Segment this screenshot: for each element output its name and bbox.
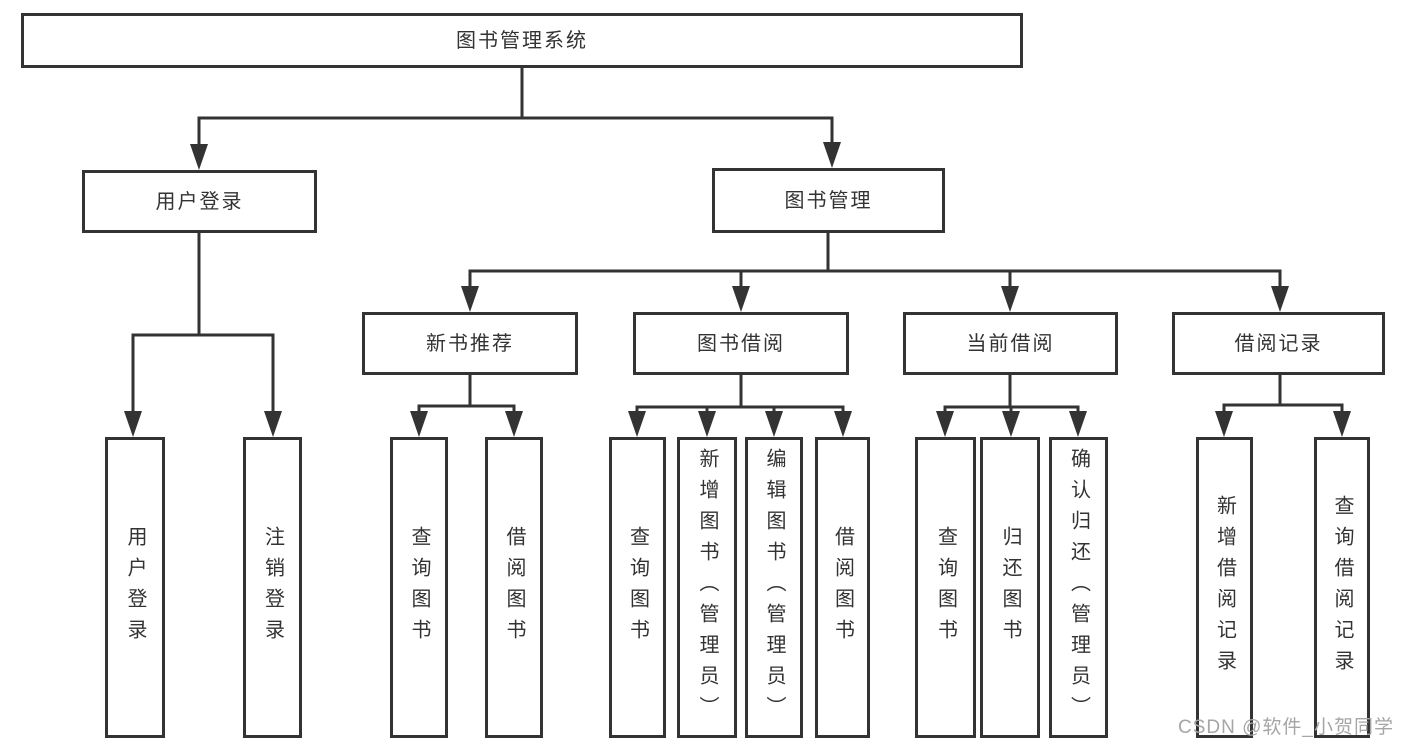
node-user-login-label: 用户登录: [155, 190, 244, 213]
node-book-management: 图书管理: [712, 168, 945, 233]
node-user-login: 用户登录: [82, 170, 317, 233]
leaf-label: 借阅图书: [503, 525, 525, 650]
leaf-logout: 注销登录: [243, 437, 302, 738]
leaf-label: 查询图书: [626, 525, 649, 650]
leaf-query-borrow-record: 查询借阅记录: [1314, 437, 1370, 738]
csdn-watermark: CSDN @软件_小贺同学: [1178, 717, 1394, 738]
leaf-return-book: 归还图书: [980, 437, 1040, 738]
node-book-borrow: 图书借阅: [633, 312, 849, 375]
leaf-query-books-recommend: 查询图书: [390, 437, 448, 738]
leaf-borrow-books-recommend: 借阅图书: [485, 437, 543, 738]
leaf-label: 确认归还（管理员）: [1067, 448, 1090, 727]
node-borrow-record-label: 借阅记录: [1234, 332, 1323, 355]
node-current-borrow: 当前借阅: [903, 312, 1118, 375]
node-book-management-label: 图书管理: [784, 189, 873, 212]
leaf-label: 用户登录: [124, 525, 146, 650]
node-borrow-record: 借阅记录: [1172, 312, 1385, 375]
leaf-label: 归还图书: [999, 525, 1021, 650]
leaf-user-login: 用户登录: [105, 437, 165, 738]
leaf-edit-book-admin: 编辑图书（管理员）: [745, 437, 803, 738]
leaf-query-books-borrow: 查询图书: [609, 437, 666, 738]
leaf-label: 查询图书: [934, 525, 957, 650]
leaf-label: 查询图书: [408, 525, 430, 650]
leaf-label: 新增借阅记录: [1213, 494, 1236, 681]
node-new-book-recommend: 新书推荐: [362, 312, 578, 375]
node-current-borrow-label: 当前借阅: [966, 332, 1055, 355]
leaf-label: 借阅图书: [831, 525, 854, 650]
leaf-query-books-current: 查询图书: [915, 437, 976, 738]
leaf-borrow-books-borrow: 借阅图书: [815, 437, 870, 738]
leaf-add-book-admin: 新增图书（管理员）: [677, 437, 737, 738]
leaf-confirm-return-admin: 确认归还（管理员）: [1049, 437, 1108, 738]
node-book-borrow-label: 图书借阅: [697, 332, 785, 355]
leaf-label: 注销登录: [261, 525, 284, 650]
connector-segments: [131, 66, 1344, 415]
leaf-label: 新增图书（管理员）: [696, 448, 718, 727]
leaf-label: 查询借阅记录: [1331, 494, 1353, 681]
node-new-book-recommend-label: 新书推荐: [426, 332, 514, 355]
leaf-add-borrow-record: 新增借阅记录: [1196, 437, 1253, 738]
node-root-label: 图书管理系统: [456, 29, 588, 52]
node-root: 图书管理系统: [21, 13, 1023, 68]
arrowheads: [124, 142, 1351, 437]
leaf-label: 编辑图书（管理员）: [763, 448, 785, 727]
